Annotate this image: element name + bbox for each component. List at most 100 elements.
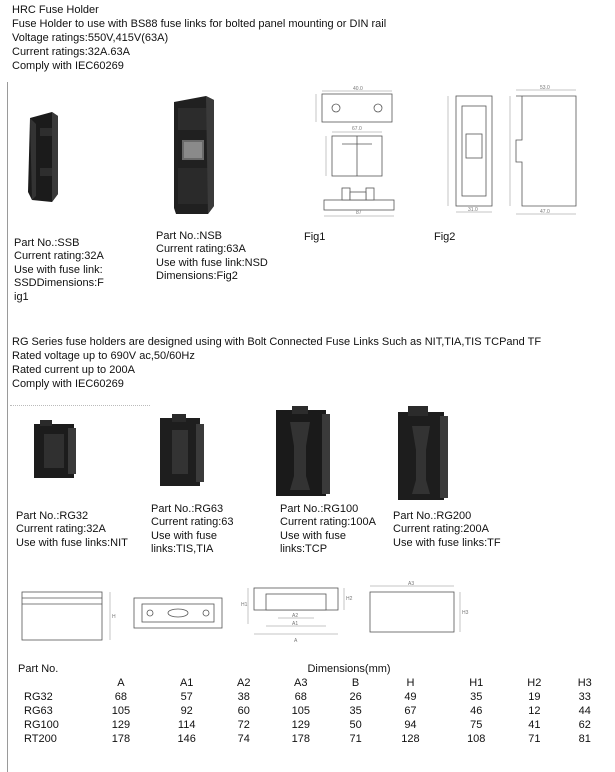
cell: 146 [177,733,196,745]
section2-description: RG Series fuse holders are designed usin… [12,336,542,348]
column-header: A3 [294,677,308,689]
rg63-use-with: Use with fuse links:TIS,TIA [151,529,218,556]
ssb-current-rating: Current rating:32A [14,250,104,263]
cell: 129 [111,719,131,731]
ssb-part-number: Part No.:SSB [14,237,80,249]
nsb-product-photo [174,96,214,214]
rg63-current-rating: Current rating:63 [151,516,234,529]
column-header: A1 [179,677,194,689]
cell: 50 [349,719,362,731]
rg-front-view-drawing: H1 H2 A2 A1 A [241,587,353,644]
rg-front-label-a2: A2 [292,613,298,619]
cell: 12 [528,705,541,717]
rg-front-label-a1: A1 [292,621,298,627]
rg100-caption: Part No.:RG100 Current rating:100A Use w… [280,503,390,557]
rg100-product-photo [276,406,330,496]
rg100-use-with: Use with fuse links:TCP [280,529,347,556]
column-header: H [406,677,415,689]
rg200-product-photo [398,406,448,500]
cell: 129 [291,719,310,731]
cell: 26 [349,691,362,703]
rg-front-label-h1: H1 [241,602,248,608]
rg-end-view-drawing: A3 H3 [369,581,469,633]
rg32-product-photo [34,420,76,478]
rg63-caption: Part No.:RG63 Current rating:63 Use with… [151,503,261,557]
fig2-dim-bottom: 47.0 [540,209,550,215]
column-header: H2 [527,677,542,689]
nsb-caption: Part No.:NSB Current rating:63A Use with… [156,230,296,284]
nsb-part-number: Part No.:NSB [156,230,223,242]
cell: 35 [470,691,483,703]
dimensions-group-header: Dimensions(mm) [307,663,391,675]
fig1-dim-top: 40.0 [353,86,363,92]
section1-voltage: Voltage ratings:550V,415V(63A) [12,32,169,44]
fig1-dim-mid: 67.0 [352,126,362,132]
cell: 68 [114,691,128,703]
rg63-product-photo [160,414,204,486]
part-number-header: Part No. [18,663,59,675]
table-row: RG100 129 114 72 129 50 94 75 41 62 [18,718,610,732]
column-header: A [117,677,125,689]
cell: 74 [237,733,250,745]
cell: 44 [578,705,591,717]
dotted-separator [10,405,150,407]
rg-top-view-drawing [133,597,223,629]
ssb-caption: Part No.:SSB Current rating:32A Use with… [14,237,164,304]
table-row: RG32 68 57 38 68 26 49 35 19 33 [18,690,610,704]
table-column-header-row: A A1 A2 A3 B H H1 H2 H3 [18,676,610,690]
section1-title: HRC Fuse Holder [12,4,99,16]
rg-side-label-h: H [112,614,116,620]
fig2-dim-width: 31.0 [468,207,478,213]
section1-standard: Comply with IEC60269 [12,60,124,72]
rg200-part-number: Part No.:RG200 [393,510,472,522]
cell: 71 [528,733,541,745]
rg-end-label-h3: H3 [462,610,469,616]
cell: 75 [470,719,483,731]
cell: 46 [470,705,483,717]
section2-standard: Comply with IEC60269 [12,378,124,390]
row-part: RG100 [24,719,59,731]
fig1-label: Fig1 [304,231,326,243]
nsb-use-with: Use with fuse link:NSD [156,256,268,269]
cell: 108 [467,733,486,745]
cell: 114 [177,719,196,731]
table-row: RT200 178 146 74 178 71 128 108 71 81 [18,732,610,746]
cell: 41 [528,719,541,731]
dimensions-table: Part No. Dimensions(mm) A A1 A2 A3 B H H… [18,662,610,746]
ssb-use-with: Use with fuse link:SSDDimensions:Fig1 [14,263,104,303]
cell: 60 [237,705,250,717]
cell: 35 [349,705,362,717]
rg-end-label-a3: A3 [408,581,414,587]
cell: 94 [404,719,417,731]
rg100-part-number: Part No.:RG100 [280,503,359,515]
row-part: RG32 [24,691,53,703]
rg200-caption: Part No.:RG200 Current rating:200A Use w… [393,510,523,550]
fig2-drawing: 31.0 53.0 47.0 [447,85,577,215]
row-part: RG63 [24,705,53,717]
cell: 62 [578,719,591,731]
cell: 81 [578,733,591,745]
section1-current: Current ratings:32A.63A [12,46,131,58]
cell: 72 [237,719,250,731]
rg32-use-with: Use with fuse links:NIT [16,536,128,549]
cell: 68 [294,691,307,703]
fig1-dim-bottom: 87 [356,210,362,216]
cell: 92 [180,705,193,717]
cell: 105 [111,705,131,717]
section2-current: Rated current up to 200A [12,364,135,376]
rg32-caption: Part No.:RG32 Current rating:32A Use wit… [16,510,146,550]
table-group-header-row: Part No. Dimensions(mm) [18,662,610,676]
rg100-current-rating: Current rating:100A [280,516,376,529]
section2-voltage: Rated voltage up to 690V ac,50/60Hz [12,350,195,362]
cell: 33 [578,691,591,703]
cell: 38 [237,691,250,703]
fig2-label: Fig2 [434,231,456,243]
rg-front-label-h2: H2 [346,596,353,602]
left-margin-rule [7,82,8,772]
nsb-current-rating: Current rating:63A [156,243,246,256]
column-header: H3 [577,677,592,689]
rg200-use-with: Use with fuse links:TF [393,536,501,549]
cell: 71 [349,733,362,745]
column-header: A2 [236,677,251,689]
cell: 105 [291,705,310,717]
